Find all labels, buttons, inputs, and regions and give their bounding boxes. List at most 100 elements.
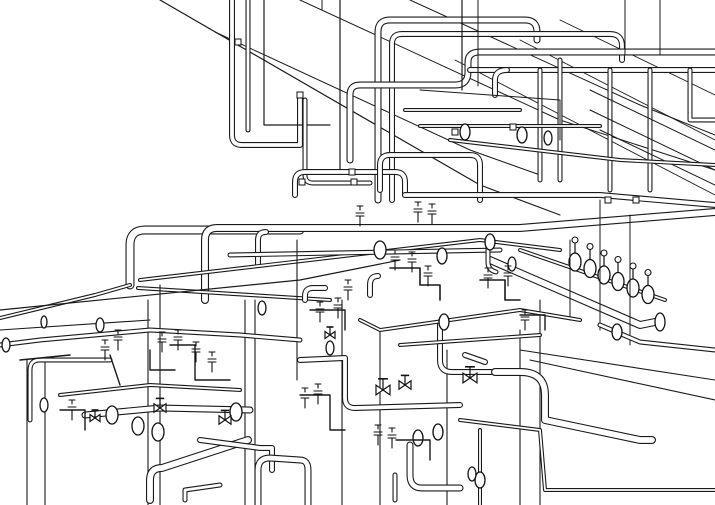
- overhead-line-6: [519, 39, 715, 141]
- center-mid-1: [358, 308, 582, 332]
- collector-mid-bore: [403, 193, 715, 207]
- elbow-center-3-bore: [463, 353, 487, 364]
- instrument-1: [390, 249, 400, 271]
- instrument-3: [423, 265, 433, 287]
- instrument-16: [113, 329, 123, 351]
- lower-left-run-3: [58, 383, 242, 397]
- main-header-4-bore: [137, 287, 331, 301]
- instrument-6: [315, 301, 325, 323]
- instrument-13: [300, 387, 310, 409]
- header-top-5-bore: [493, 68, 509, 97]
- main-header-1-bore: [202, 209, 715, 303]
- rack-line-2: [589, 109, 715, 171]
- rack-pipe-3: [448, 138, 715, 167]
- manifold-hw-6: [644, 268, 652, 277]
- flange-ll-6: [40, 315, 48, 329]
- instrument-15: [100, 339, 110, 361]
- manifold-hw-3: [600, 249, 608, 257]
- instrument-17: [373, 424, 383, 446]
- instrument-14: [67, 399, 77, 421]
- flange-c-1: [373, 240, 387, 260]
- pipe-support-6: [296, 91, 304, 99]
- lower-u-bend-bore: [255, 455, 311, 505]
- center-lower-3-bore: [492, 369, 655, 443]
- lower-left-run-bore: [0, 328, 302, 347]
- manifold-hw-5: [629, 262, 637, 270]
- flange-rack-1: [459, 123, 471, 141]
- flange-c-12: [257, 300, 267, 316]
- rack-pipe-3-bore: [449, 139, 715, 166]
- manifold-valve-4: [611, 271, 625, 292]
- tubing-9: [519, 314, 546, 331]
- header-top-1-bore: [375, 17, 540, 203]
- center-lower-4-bore: [459, 419, 715, 491]
- flange-c-6: [507, 256, 517, 272]
- instrument-5: [503, 265, 513, 287]
- riser-left-a-bore: [230, 0, 302, 147]
- drop-left-c: [263, 0, 331, 126]
- flange-ll-7: [39, 397, 49, 413]
- flange-ll-1: [105, 405, 119, 425]
- manifold-hw-2: [586, 242, 594, 251]
- instrument-8: [157, 331, 167, 353]
- header-top-2-bore: [390, 32, 624, 202]
- lower-left-loop-1-bore: [28, 358, 112, 422]
- flange-rack-3: [543, 130, 553, 146]
- tubing-4: [169, 344, 231, 381]
- pipe-support-2: [350, 178, 358, 186]
- pipe-support-9: [632, 196, 640, 204]
- instrument-9: [173, 329, 183, 351]
- manifold-valve-1: [568, 252, 582, 272]
- instrument-22: [413, 201, 423, 223]
- right-thin-2: [529, 359, 715, 401]
- instrument-21: [355, 205, 365, 227]
- instrument-2: [407, 251, 417, 273]
- right-thin-1: [519, 349, 715, 381]
- lower-left-bend-bore: [147, 437, 251, 503]
- instrument-10: [191, 341, 201, 363]
- loop-mid-2-bore: [378, 153, 482, 202]
- tubing-1: [389, 267, 441, 301]
- lower-left-run-3-bore: [59, 384, 241, 396]
- tubing-8: [309, 309, 346, 331]
- riser-left-a: [229, 0, 303, 148]
- flange-c-7: [412, 429, 424, 447]
- manifold-hw-1: [571, 236, 579, 244]
- flange-c-10: [467, 466, 477, 482]
- manifold-hw-4: [614, 255, 622, 264]
- flange-rack-2: [516, 126, 528, 144]
- center-lower-5-bore: [407, 442, 463, 491]
- manifold-valve-2: [583, 258, 597, 279]
- tubing-10: [19, 354, 71, 361]
- manifold-valve-6: [641, 284, 655, 305]
- pipe-support-1: [298, 178, 306, 186]
- instrument-7: [333, 297, 343, 319]
- flange-c-2: [436, 247, 448, 265]
- header-top-3-bore: [347, 49, 715, 163]
- long-thin-2: [0, 319, 151, 331]
- instrument-19: [520, 309, 530, 331]
- instrument-18: [387, 427, 397, 449]
- instrument-11: [207, 351, 217, 373]
- manifold-valve-5: [626, 278, 640, 298]
- instrument-12: [313, 383, 323, 405]
- lower-u-bend: [254, 454, 312, 505]
- center-mid-2-bore: [399, 334, 541, 346]
- tubing-11: [395, 439, 431, 461]
- center-lower-2: [437, 319, 503, 375]
- flange-c-11: [325, 340, 335, 356]
- flange-c-9: [474, 471, 486, 489]
- rack-line-3: [599, 129, 715, 186]
- header-left-run-bore: [0, 284, 131, 319]
- flange-ll-8: [1, 337, 11, 353]
- rack-line-1: [589, 89, 715, 151]
- header-drop-5-bore: [688, 68, 715, 122]
- center-lower-3: [491, 368, 656, 444]
- instrument-23: [427, 203, 437, 225]
- pipe-support-8: [604, 196, 612, 204]
- flange-ll-3: [151, 422, 165, 442]
- overhead-line-2: [214, 31, 541, 176]
- pipe-support-3: [451, 128, 459, 136]
